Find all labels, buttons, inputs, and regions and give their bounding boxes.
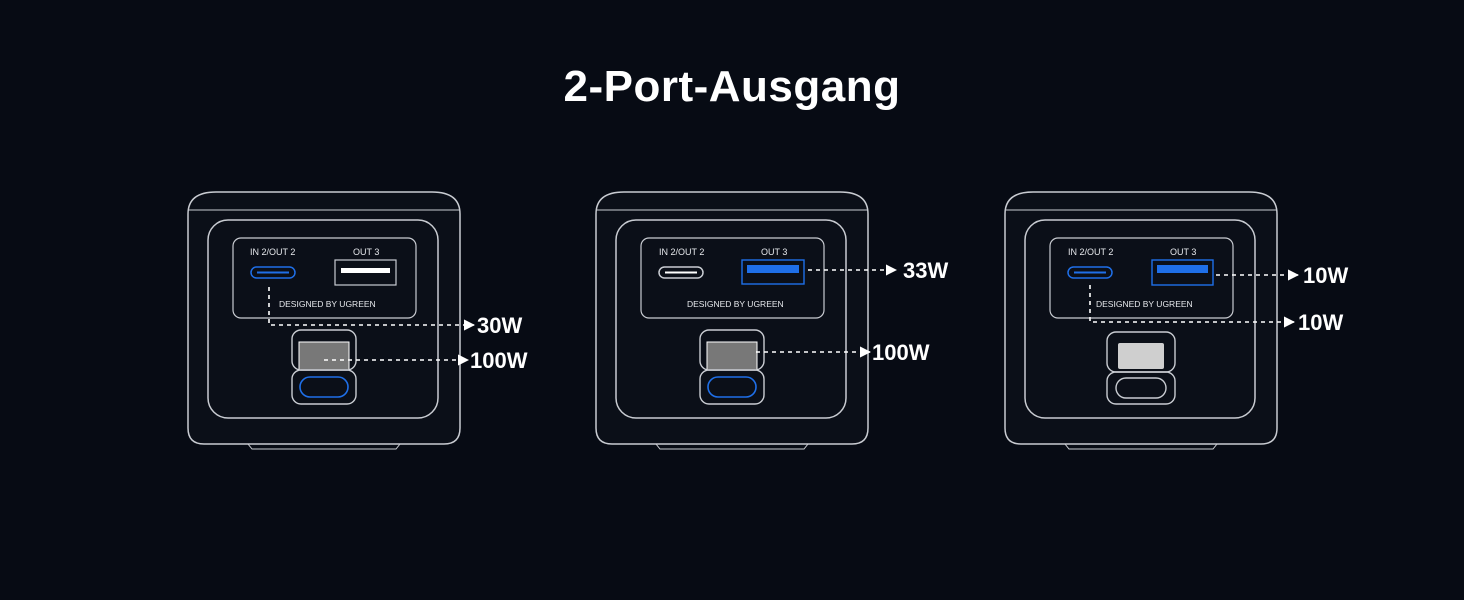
port-panel <box>232 237 417 319</box>
label-out3: OUT 3 <box>761 247 787 257</box>
ac-outlet-bottom <box>1106 371 1176 405</box>
power-station-1: IN 2/OUT 2 OUT 3 DESIGNED BY UGREEN <box>187 191 461 450</box>
label-in2-out2: IN 2/OUT 2 <box>1068 247 1113 257</box>
rating-usb-c-3: 10W <box>1298 310 1343 335</box>
front-panel <box>1024 219 1256 419</box>
ac-outlet-bottom <box>699 369 765 405</box>
front-panel <box>615 219 847 419</box>
rating-usb-c-1: 30W <box>477 313 522 338</box>
ac-plug-gray <box>298 341 350 371</box>
power-station-3: IN 2/OUT 2 OUT 3 DESIGNED BY UGREEN <box>1004 191 1278 450</box>
brand-text: DESIGNED BY UGREEN <box>1096 299 1193 309</box>
ac-outlet-bottom <box>291 369 357 405</box>
label-in2-out2: IN 2/OUT 2 <box>250 247 295 257</box>
brand-text: DESIGNED BY UGREEN <box>279 299 376 309</box>
ac-plug-gray <box>706 341 758 371</box>
page-title: 2-Port-Ausgang <box>563 62 901 111</box>
power-station-2: IN 2/OUT 2 OUT 3 DESIGNED BY UGREEN <box>595 191 869 450</box>
label-out3: OUT 3 <box>1170 247 1196 257</box>
label-in2-out2: IN 2/OUT 2 <box>659 247 704 257</box>
rating-usb-a-2: 33W <box>903 258 948 283</box>
label-out3: OUT 3 <box>353 247 379 257</box>
rating-ac-2: 100W <box>872 340 930 365</box>
front-panel <box>207 219 439 419</box>
rating-ac-1: 100W <box>470 348 528 373</box>
port-panel <box>1049 237 1234 319</box>
ac-socket-empty <box>1118 343 1164 369</box>
rating-usb-a-3: 10W <box>1303 263 1348 288</box>
port-panel <box>640 237 825 319</box>
brand-text: DESIGNED BY UGREEN <box>687 299 784 309</box>
